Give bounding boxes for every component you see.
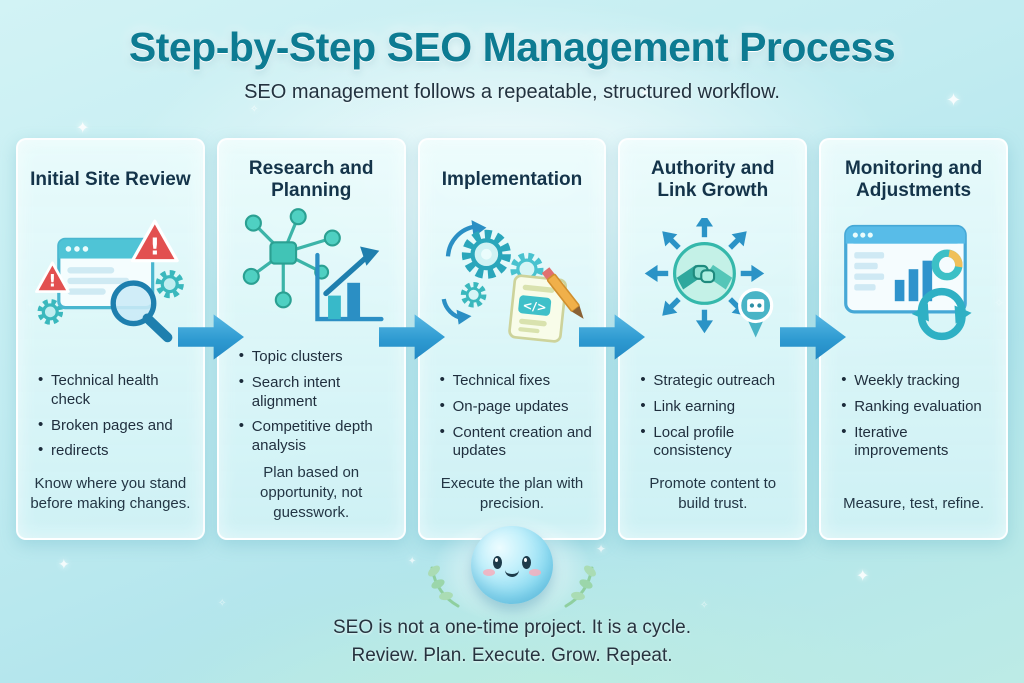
bullet-list: Strategic outreach Link earning Local pr… (632, 371, 793, 468)
bullet-item: Search intent alignment (239, 373, 392, 412)
mascot-eye-icon (522, 556, 531, 569)
warning-triangle-icon: ! (131, 219, 180, 263)
bullet-item: redirects (38, 441, 191, 461)
bullet-item: Topic clusters (239, 347, 392, 367)
handshake-outreach-icon-svg (637, 218, 774, 338)
step-tagline: Know where you stand before making chang… (30, 474, 191, 512)
step-card-monitoring-adjustments: Monitoring and Adjustments (819, 138, 1008, 540)
sparkle-icon: ✦ (946, 90, 962, 110)
sparkle-icon: ✦ (596, 542, 607, 556)
mascot-blush-icon (483, 569, 495, 576)
step-tagline: Execute the plan with precision. (440, 474, 584, 512)
sparkle-icon: ✧ (250, 104, 259, 115)
step-title: Implementation (441, 168, 583, 190)
topic-cluster-chart-icon-svg (242, 208, 384, 322)
sparkle-icon: ✧ (218, 598, 227, 609)
handshake-outreach-icon (637, 206, 789, 358)
bullet-item: Ranking evaluation (841, 397, 994, 417)
bullet-item: Strategic outreach (640, 371, 793, 391)
warning-triangle-icon: ! (35, 261, 71, 293)
sparkle-icon: ✦ (408, 556, 417, 567)
bar-chart-icon (894, 260, 932, 302)
leaf-icon (428, 565, 460, 608)
sparkle-icon: ✧ (700, 600, 709, 611)
svg-text:!: ! (49, 271, 57, 291)
pencil-icon (541, 267, 584, 319)
refresh-arrows-icon (911, 287, 972, 341)
step-tagline: Measure, test, refine. (843, 494, 985, 512)
gears-document-icon: </> (436, 206, 588, 358)
location-pin-icon (737, 287, 774, 338)
bullet-item: Technical health check (38, 371, 191, 410)
magnifier-icon (110, 280, 173, 343)
bullet-item: Link earning (640, 397, 793, 417)
step-card-implementation: Implementation (417, 138, 607, 540)
svg-text:</>: </> (522, 298, 547, 314)
leaf-icon (564, 565, 596, 608)
bullet-list: Technical fixes On-page updates Content … (432, 371, 593, 468)
mascot-eye-icon (493, 556, 502, 569)
topic-cluster-chart-icon (235, 206, 387, 334)
gear-icon (460, 282, 487, 308)
mascot-blush-icon (529, 569, 541, 576)
dashboard-refresh-icon (838, 206, 990, 358)
page-subtitle: SEO management follows a repeatable, str… (244, 81, 780, 103)
mascot (428, 514, 596, 624)
closing-line-1: SEO is not a one-time project. It is a c… (333, 617, 691, 638)
gear-icon (461, 229, 511, 279)
mascot-smile-icon (505, 568, 519, 577)
sparkle-icon: ✦ (856, 568, 870, 585)
bullet-item: Local profile consistency (640, 423, 793, 462)
sparkle-icon: ✦ (640, 86, 651, 100)
sparkle-icon: ✦ (76, 120, 90, 137)
step-title: Authority and Link Growth (651, 157, 775, 201)
bullet-item: Technical fixes (440, 371, 593, 391)
svg-text:!: ! (150, 232, 161, 260)
bullet-item: Broken pages and (38, 416, 191, 436)
header: Step-by-Step SEO Management Process SEO … (0, 24, 1024, 104)
gear-icon (155, 270, 185, 299)
closing-message: SEO is not a one-time project. It is a c… (0, 614, 1024, 669)
bullet-item: On-page updates (440, 397, 593, 417)
step-tagline: Plan based on opportunity, not guesswork… (260, 463, 363, 522)
gear-icon (37, 299, 64, 325)
site-audit-icon: ! ! (34, 206, 186, 358)
step-title: Research and Planning (248, 157, 374, 201)
bullet-item: Competitive depth analysis (239, 417, 392, 456)
gears-document-icon-svg: </> (441, 220, 584, 343)
step-card-research-planning: Research and Planning (216, 138, 406, 540)
step-card-initial-site-review: Initial Site Review (16, 138, 205, 540)
bullet-item: Weekly tracking (841, 371, 994, 391)
step-title: Initial Site Review (30, 168, 191, 190)
pie-chart-icon (931, 249, 963, 281)
bullet-list: Topic clusters Search intent alignment C… (231, 347, 392, 463)
page-title: Step-by-Step SEO Management Process (128, 24, 896, 70)
step-card-authority-link-growth: Authority and Link Growth (618, 138, 808, 540)
steps-row: Initial Site Review (16, 138, 1008, 540)
dashboard-window-icon (843, 224, 967, 314)
mascot-face (471, 526, 553, 604)
code-document-icon: </> (508, 274, 567, 343)
sparkle-icon: ✦ (58, 556, 70, 572)
handshake-icon (676, 264, 732, 290)
bullet-item: Iterative improvements (841, 423, 994, 462)
bullet-list: Weekly tracking Ranking evaluation Itera… (833, 371, 994, 468)
growth-chart-icon (315, 246, 384, 322)
site-audit-icon-svg: ! ! (35, 219, 185, 343)
bullet-list: Technical health check Broken pages and … (30, 371, 191, 468)
step-title: Monitoring and Adjustments (844, 157, 983, 201)
dashboard-refresh-icon-svg (843, 224, 972, 341)
closing-line-2: Review. Plan. Execute. Grow. Repeat. (351, 644, 673, 666)
bullet-item: Content creation and updates (440, 423, 593, 462)
step-tagline: Promote content to build trust. (649, 474, 777, 512)
